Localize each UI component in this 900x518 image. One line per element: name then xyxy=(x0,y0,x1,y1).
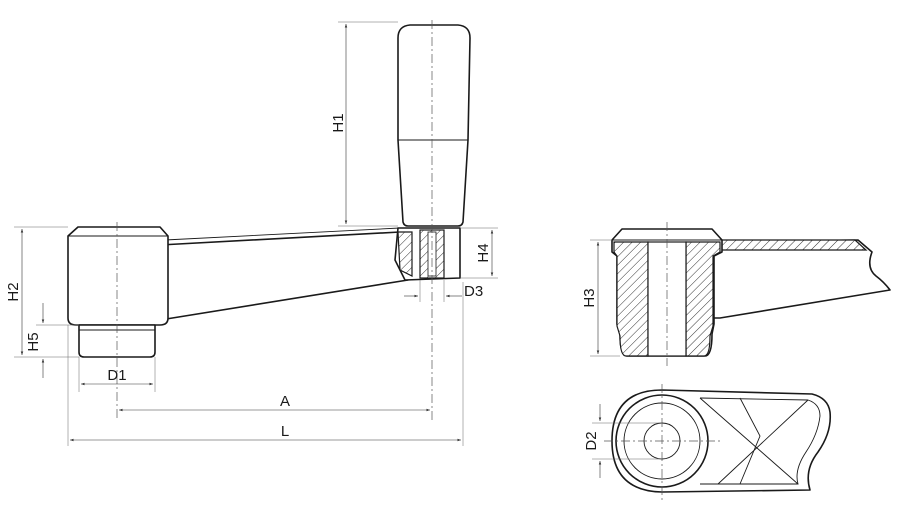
label-h3: H3 xyxy=(581,288,598,307)
handle-grip xyxy=(397,24,471,227)
label-a: A xyxy=(280,393,290,410)
hub-body xyxy=(67,226,169,326)
section-view: H3 xyxy=(581,222,891,366)
label-h5: H5 xyxy=(25,332,42,351)
label-d1: D1 xyxy=(107,367,126,384)
label-d3: D3 xyxy=(464,283,483,300)
section-arm xyxy=(709,239,891,319)
top-view: D2 xyxy=(583,384,832,500)
crank-arm xyxy=(159,231,409,321)
label-h4: H4 xyxy=(475,243,492,262)
label-h2: H2 xyxy=(5,282,22,301)
label-h1: H1 xyxy=(330,113,347,132)
label-l: L xyxy=(281,423,289,440)
label-d2: D2 xyxy=(583,431,600,450)
side-view: H1 H2 H5 H4 D3 D1 A L xyxy=(5,20,498,446)
